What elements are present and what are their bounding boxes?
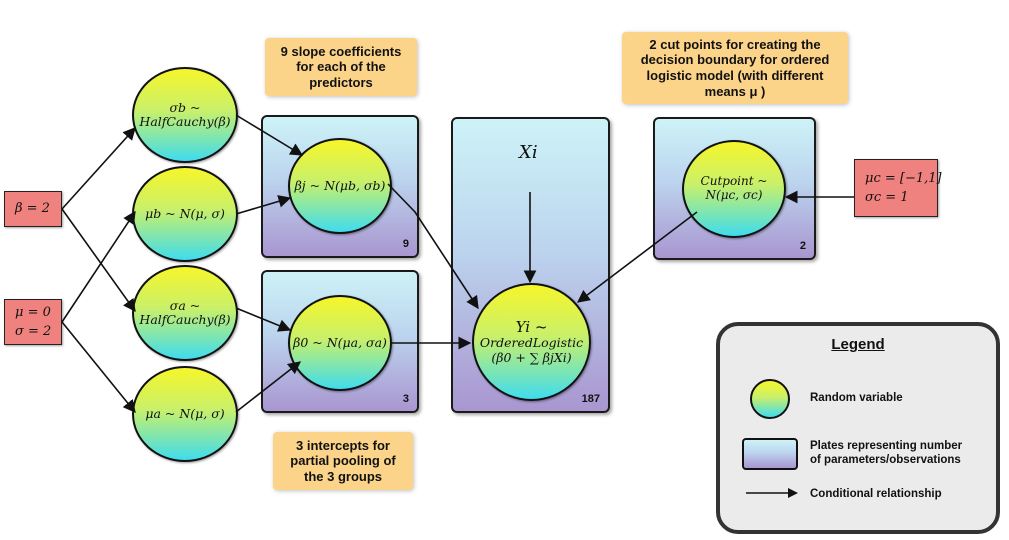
legend-random-variable-label: Random variable xyxy=(810,392,903,404)
plate-slopes-count: 9 xyxy=(402,238,409,250)
edge-mu-to-mu-a xyxy=(61,321,136,413)
note-slopes-line1: 9 slope coefficients xyxy=(280,43,402,59)
param-sigma-label: σ = 2 xyxy=(15,324,52,339)
node-mu-a-line1: μa ~ N(μ, σ) xyxy=(145,405,225,421)
param-beta: β = 2 xyxy=(4,191,62,227)
note-cutpoints-line1: 2 cut points for creating the xyxy=(649,36,821,52)
legend-conditional-label: Conditional relationship xyxy=(810,488,942,500)
plate-observations-count: 187 xyxy=(581,393,600,405)
node-cutpoint-line2: N(μc, σc) xyxy=(705,188,763,202)
note-intercepts-line3: the 3 groups xyxy=(303,468,382,484)
note-intercepts-line2: partial pooling of xyxy=(290,453,396,469)
node-beta-0: β0 ~ N(μa, σa) xyxy=(288,295,392,391)
plate-intercepts-count: 3 xyxy=(402,393,409,405)
param-mu-sigma: μ = 0 σ = 2 xyxy=(4,299,62,345)
legend: Legend Random variable Plates representi… xyxy=(716,322,1000,534)
node-sigma-a-line2: HalfCauchy(β) xyxy=(139,312,231,327)
node-beta-j: βj ~ N(μb, σb) xyxy=(288,138,392,234)
note-cutpoints-line2: decision boundary for ordered xyxy=(640,52,830,68)
note-cutpoints-line3: logistic model (with different xyxy=(646,68,824,83)
node-y-i-line2: OrderedLogistic xyxy=(479,335,584,351)
node-sigma-a-line1: σa ~ xyxy=(169,297,201,313)
note-cutpoints-line4: means μ ) xyxy=(704,83,766,99)
legend-arrow-icon xyxy=(746,488,798,498)
edge-mu-to-mu-b xyxy=(61,210,136,323)
label-x-i: Xi xyxy=(519,142,538,163)
node-mu-b-line1: μb ~ N(μ, σ) xyxy=(145,205,225,221)
node-sigma-b-line1: σb ~ xyxy=(169,99,201,115)
node-sigma-b: σb ~ HalfCauchy(β) xyxy=(132,67,238,163)
legend-random-variable-icon xyxy=(750,379,790,419)
node-beta-j-line1: βj ~ N(μb, σb) xyxy=(294,177,386,193)
param-cutpoint-priors: μc = [−1,1] σc = 1 xyxy=(854,159,942,217)
node-y-i: Yi ~ OrderedLogistic (β0 + ∑ βjXi) xyxy=(472,283,591,401)
note-intercepts-line1: 3 intercepts for xyxy=(296,437,390,453)
edge-beta-to-sigma-b xyxy=(61,127,136,210)
node-mu-a: μa ~ N(μ, σ) xyxy=(132,366,238,462)
param-mu-c-label: μc = [−1,1] xyxy=(865,170,942,186)
node-mu-b: μb ~ N(μ, σ) xyxy=(132,166,238,262)
node-sigma-a: σa ~ HalfCauchy(β) xyxy=(132,265,238,361)
node-y-i-line1: Yi ~ xyxy=(515,318,548,336)
legend-title: Legend xyxy=(831,336,885,353)
note-cutpoints: 2 cut points for creating the decision b… xyxy=(622,32,848,104)
plate-cutpoints-count: 2 xyxy=(799,240,806,252)
legend-plates-label: Plates representing number of parameters… xyxy=(810,439,962,468)
param-sigma-c-label: σc = 1 xyxy=(865,190,909,205)
param-beta-label: β = 2 xyxy=(15,201,50,217)
legend-plates-line1: Plates representing number xyxy=(810,440,963,452)
node-cutpoint: Cutpoint ~ N(μc, σc) xyxy=(682,140,786,238)
node-y-i-line3: (β0 + ∑ βjXi) xyxy=(491,349,572,365)
note-slopes-line2: for each of the xyxy=(296,59,386,75)
note-slopes-line3: predictors xyxy=(309,74,373,90)
node-beta-0-line1: β0 ~ N(μa, σa) xyxy=(293,334,387,350)
node-sigma-b-line2: HalfCauchy(β) xyxy=(139,114,231,129)
note-slopes: 9 slope coefficients for each of the pre… xyxy=(265,38,417,96)
edge-beta-to-sigma-a xyxy=(61,208,136,313)
node-cutpoint-line1: Cutpoint ~ xyxy=(700,174,768,189)
param-mu-label: μ = 0 xyxy=(15,304,51,320)
legend-plate-icon xyxy=(742,438,798,470)
note-intercepts: 3 intercepts for partial pooling of the … xyxy=(273,432,413,490)
legend-plates-line2: of parameters/observations xyxy=(810,454,961,467)
